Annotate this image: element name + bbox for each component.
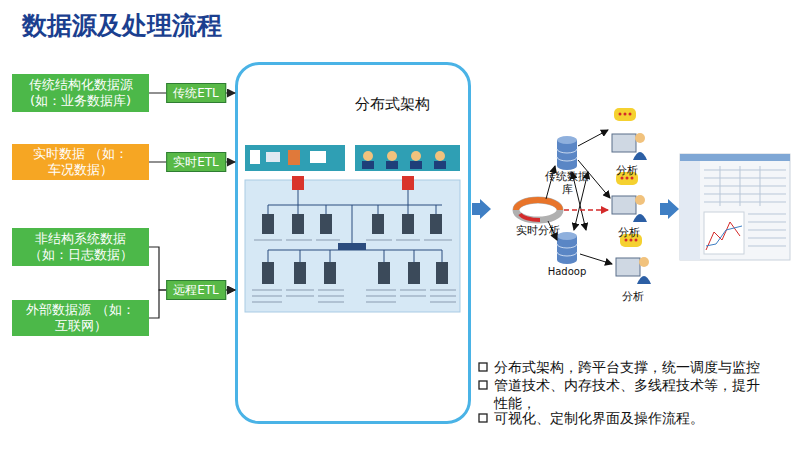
dashboard-screenshot-part — [748, 214, 786, 246]
flow-arrow — [472, 199, 679, 219]
user-panel — [355, 145, 460, 171]
dashboard-screenshot-part — [706, 222, 740, 250]
network-illustration-part — [262, 214, 274, 234]
icon-label: 分析 — [610, 164, 644, 177]
page-title: 数据源及处理流程 — [22, 9, 222, 42]
network-illustration-part — [411, 151, 421, 161]
bullet-text: 管道技术、内存技术、多线程技术等，提升性能， — [494, 376, 766, 412]
analytics-illustration-part — [578, 130, 608, 146]
network-illustration-part — [408, 262, 420, 284]
network-illustration-part — [250, 150, 260, 164]
source-box: 外部数据源 （如：互联网） — [12, 300, 149, 336]
box-text: 实时数据 （如：车况数据） — [16, 146, 145, 178]
network-illustration-part — [310, 151, 326, 163]
network-illustration-part — [292, 214, 304, 234]
network-illustration-part — [435, 151, 445, 161]
icon-label: 分析 — [616, 290, 650, 303]
network-illustration-part — [402, 214, 414, 234]
analytics-illustration-part — [557, 244, 577, 256]
dashboard-screenshot-part — [706, 226, 742, 246]
bullet-box-part — [479, 363, 487, 371]
analytics-illustration-part — [624, 113, 627, 116]
server-panel — [245, 180, 460, 312]
analytics-illustration-part — [633, 214, 647, 222]
network-illustration-part — [362, 161, 374, 169]
edge-label: 传统ETL — [166, 83, 226, 103]
network-illustration-part — [262, 262, 274, 284]
flow-arrow-part — [660, 199, 679, 219]
flow-arrow-part — [472, 199, 491, 219]
firewall — [292, 176, 304, 190]
analytics-illustration-part — [633, 152, 647, 160]
dashboard-screenshot-part — [680, 154, 790, 161]
network-illustration-part — [387, 151, 397, 161]
dashboard-screenshot-part — [680, 161, 700, 260]
bullet-text: 分布式架构，跨平台支撑，统一调度与监控 — [494, 358, 766, 376]
network-illustration-part — [436, 262, 448, 284]
bullet-text: 可视化、定制化界面及操作流程。 — [494, 409, 766, 427]
network-illustration-part — [324, 262, 336, 284]
source-panel — [245, 145, 345, 171]
network-illustration-part — [386, 161, 398, 169]
analytics-illustration-part — [516, 200, 560, 210]
analytics-illustration-part — [520, 214, 540, 220]
network-illustration-part — [410, 161, 422, 169]
analytics-illustration-part — [639, 257, 649, 267]
analytics-illustration-part — [629, 113, 632, 116]
bullet-box — [479, 363, 487, 422]
analytics-illustration-part — [557, 162, 577, 170]
analytics-illustration-part — [557, 136, 577, 144]
analytics-illustration-part — [612, 134, 636, 152]
source-box: 传统结构化数据源 (如：业务数据库) — [12, 74, 149, 112]
analytics-illustration-part — [557, 256, 577, 264]
source-box: 非结构系统数据 （如：日志数据） — [12, 228, 149, 266]
edge-label: 远程ETL — [166, 280, 226, 300]
network-illustration-part — [266, 152, 280, 162]
edge-label: 实时ETL — [166, 152, 226, 172]
analytics-illustration-part — [616, 258, 640, 276]
analytics-illustration-part — [612, 196, 636, 214]
network-illustration-part — [320, 214, 332, 234]
bullet-box-part — [479, 414, 487, 422]
network-illustration-part — [294, 262, 306, 284]
network-illustration-part — [363, 151, 373, 161]
analytics-illustration-part — [637, 276, 651, 284]
analytics-illustration-part — [557, 149, 577, 161]
firewall — [402, 176, 414, 190]
dashboard-screenshot — [680, 154, 790, 260]
network-illustration-part — [268, 190, 442, 262]
network-illustration-part — [372, 214, 384, 234]
network-illustration-part — [430, 214, 442, 234]
network-illustration-part — [378, 262, 390, 284]
dashboard-screenshot-part — [704, 166, 786, 206]
icon-label: 传统数据库 — [540, 170, 594, 196]
dashboard-screenshot-part — [704, 212, 744, 254]
analytics-illustration-part — [580, 254, 612, 264]
analytics-illustration-part — [564, 209, 608, 211]
analytics-illustration-part — [516, 200, 560, 220]
analytics-illustration-part — [635, 133, 645, 143]
bullet-box-part — [479, 381, 487, 389]
analytics-illustration-part — [619, 113, 622, 116]
icon-label: 实时分析 — [506, 224, 570, 237]
analytics-illustration-part — [614, 108, 636, 121]
icon-label: Hadoop — [546, 266, 588, 278]
dashboard-screenshot-part — [680, 154, 790, 260]
network-illustration-part — [252, 240, 456, 302]
box-text: 外部数据源 （如：互联网） — [16, 302, 145, 334]
box-text: 非结构系统数据 （如：日志数据） — [16, 231, 145, 263]
switch — [338, 243, 366, 250]
network-illustration-part — [288, 150, 300, 165]
source-box: 实时数据 （如：车况数据） — [12, 144, 149, 180]
analytics-illustration-part — [635, 195, 645, 205]
box-text: 传统结构化数据源 (如：业务数据库) — [16, 77, 145, 109]
network-illustration-part — [434, 161, 446, 169]
analytics-illustration — [516, 108, 651, 284]
icon-label: 分析 — [612, 226, 646, 239]
box-title: 分布式架构 — [355, 95, 430, 114]
